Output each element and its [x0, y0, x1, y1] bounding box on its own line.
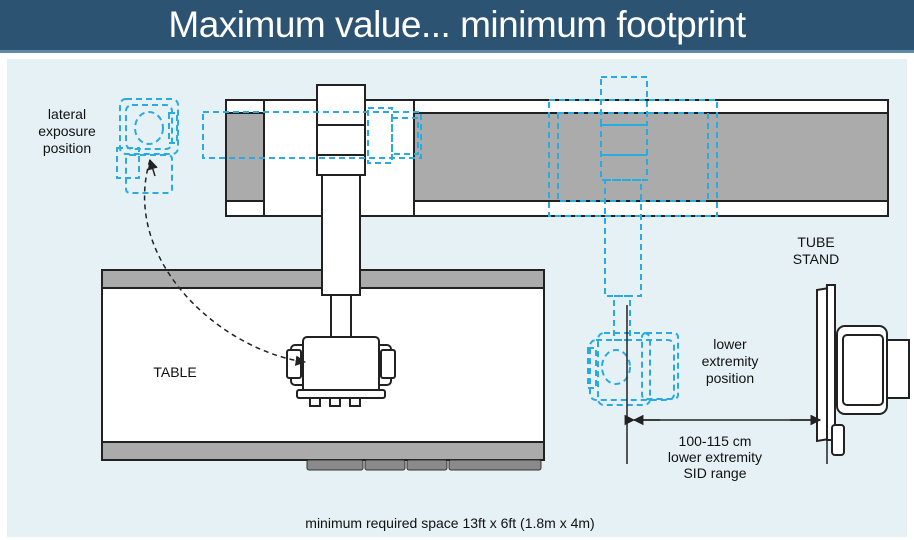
tube-column: [316, 84, 366, 338]
tube-stand: [816, 284, 910, 456]
page-title: Maximum value... minimum footprint: [168, 4, 746, 45]
lower-extremity-ghost: [548, 76, 718, 406]
tube-head: [286, 336, 396, 407]
minimum-space-label: minimum required space 13ft x 6ft (1.8m …: [305, 515, 595, 531]
sid-range-label: 100-115 cm lower extremity SID range: [667, 433, 763, 481]
banner-underline: [0, 50, 914, 53]
table: [101, 269, 545, 461]
table-pedals: [306, 459, 542, 471]
lateral-arc-start-arrow: [147, 158, 158, 177]
tube-stand-label: TUBE STAND: [792, 234, 840, 267]
lower-extremity-label: lower extremity position: [701, 336, 759, 386]
lateral-swing-arc: [143, 159, 307, 366]
table-label: TABLE: [153, 364, 197, 380]
title-banner: [0, 0, 914, 50]
sid-measurement: [624, 305, 828, 464]
lateral-exposure-label: lateral exposure position: [38, 106, 96, 156]
lateral-position-ghost: [116, 98, 422, 194]
